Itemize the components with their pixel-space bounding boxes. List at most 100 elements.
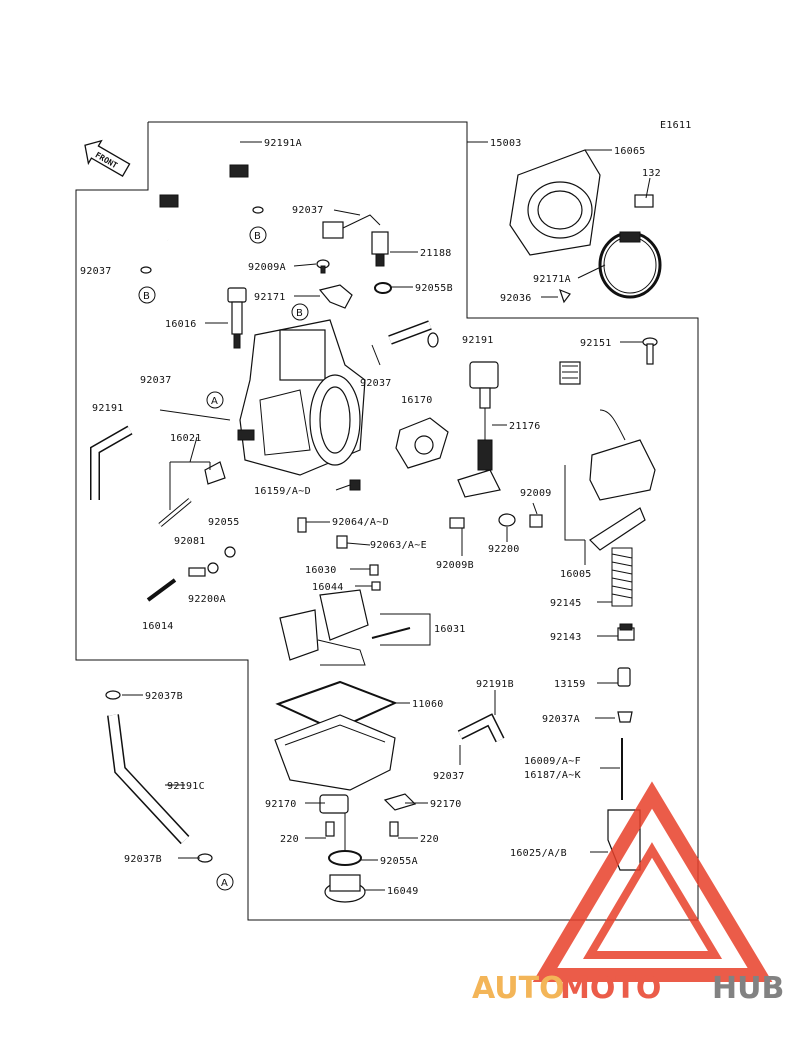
label-16025: 16025/A/B: [510, 848, 567, 859]
throttle-valve-16005: [559, 361, 656, 551]
label-92037-bottom: 92037: [433, 771, 465, 782]
vent-hose-92191a: [159, 130, 249, 241]
label-16044: 16044: [312, 582, 344, 593]
callout-b-body: B: [291, 303, 309, 321]
needle-clip-13159: [617, 667, 631, 687]
label-92036: 92036: [500, 293, 532, 304]
label-16030: 16030: [305, 565, 337, 576]
washer-92200a: [207, 562, 219, 574]
diagram-code: E1611: [660, 120, 692, 131]
throttle-sensor-21188: [322, 214, 389, 267]
label-92145: 92145: [550, 598, 582, 609]
starter-plunger-16016: [227, 287, 247, 349]
label-11060: 11060: [412, 699, 444, 710]
label-92200a: 92200A: [188, 594, 226, 605]
clip-92037-top: [252, 206, 264, 214]
needle-holder-92143: [617, 623, 635, 641]
label-92037a: 92037A: [542, 714, 580, 725]
callout-a-body: A: [206, 391, 224, 409]
label-21176: 21176: [509, 421, 541, 432]
watermark-hub: HUB: [712, 971, 784, 1006]
carburetor-body-15003: [237, 319, 366, 476]
automotohub-logo: AUTO MOTO HUB: [472, 781, 784, 1006]
spring-92081: [188, 567, 206, 577]
main-jet-92064: [297, 517, 307, 533]
label-92037-body: 92037: [360, 378, 392, 389]
diagram-frame: [75, 121, 699, 921]
label-16159: 16159/A~D: [254, 486, 311, 497]
hose-clamp-92171a: [598, 231, 662, 299]
label-92009: 92009: [520, 488, 552, 499]
label-21188: 21188: [420, 248, 452, 259]
hose-92191-left: [90, 425, 133, 500]
watermark-moto: MOTO: [560, 971, 661, 1006]
label-16187: 16187/A~K: [524, 770, 581, 781]
screw-220-left: [325, 821, 335, 837]
label-16014: 16014: [142, 621, 174, 632]
screw-92009a: [316, 259, 330, 274]
label-13159: 13159: [554, 679, 586, 690]
clip-92037a: [617, 711, 633, 723]
label-92037-mid: 92037: [140, 375, 172, 386]
label-92037-top: 92037: [292, 205, 324, 216]
label-92170-right: 92170: [430, 799, 462, 810]
label-92009b: 92009B: [436, 560, 474, 571]
hose-92191-right: [388, 320, 439, 348]
clip-92037b-top: [105, 690, 121, 700]
label-92009a: 92009A: [248, 262, 286, 273]
screw-16021: [158, 461, 226, 527]
label-92191-left: 92191: [92, 403, 124, 414]
label-16021: 16021: [170, 433, 202, 444]
clip-92037b-bottom: [197, 853, 213, 863]
screw-220-right: [389, 821, 399, 837]
callout-a-bottom: A: [216, 873, 234, 891]
label-16009: 16009/A~F: [524, 756, 581, 767]
svg-text:A: A: [221, 878, 228, 889]
label-92191: 92191: [462, 335, 494, 346]
o-ring-92055a: [328, 850, 362, 866]
part-labels: 92191A 15003 16065 132 92037 21188 92037…: [80, 138, 661, 897]
label-220-right: 220: [420, 834, 439, 845]
label-92063: 92063/A~E: [370, 540, 427, 551]
screw-92009b: [449, 517, 465, 529]
screw-92151: [642, 337, 658, 365]
o-ring-92055b: [374, 282, 392, 294]
label-16065: 16065: [614, 146, 646, 157]
pilot-jet-16159: [349, 479, 361, 491]
label-15003: 15003: [490, 138, 522, 149]
label-92055a: 92055A: [380, 856, 418, 867]
front-arrow-icon: FRONT: [84, 139, 131, 178]
float-16031: [279, 589, 411, 666]
svg-text:B: B: [296, 308, 303, 319]
label-92055b: 92055B: [415, 283, 453, 294]
label-92191b: 92191B: [476, 679, 514, 690]
label-92037b-bottom: 92037B: [124, 854, 162, 865]
svg-text:A: A: [211, 396, 218, 407]
label-92171: 92171: [254, 292, 286, 303]
hose-92191b: [457, 713, 505, 743]
float-bowl: [274, 714, 396, 814]
jet-16030: [369, 564, 379, 576]
label-92151: 92151: [580, 338, 612, 349]
label-92200: 92200: [488, 544, 520, 555]
throttle-pulley-16170: [395, 417, 449, 469]
drain-plug-16049: [324, 874, 366, 903]
sensor-connector-21176: [457, 361, 501, 498]
label-92037b-top: 92037B: [145, 691, 183, 702]
label-16005: 16005: [560, 569, 592, 580]
label-16031: 16031: [434, 624, 466, 635]
washer-92200: [498, 513, 516, 527]
spring-92145: [611, 547, 633, 607]
label-220-left: 220: [280, 834, 299, 845]
label-92064: 92064/A~D: [332, 517, 389, 528]
part-92036: [559, 288, 571, 304]
label-92037-left: 92037: [80, 266, 112, 277]
watermark-auto: AUTO: [472, 971, 565, 1006]
clip-92037-left: [140, 266, 152, 274]
label-16170: 16170: [401, 395, 433, 406]
part-16044: [371, 581, 381, 591]
callout-b-left: B: [138, 286, 156, 304]
label-16049: 16049: [387, 886, 419, 897]
label-92143: 92143: [550, 632, 582, 643]
